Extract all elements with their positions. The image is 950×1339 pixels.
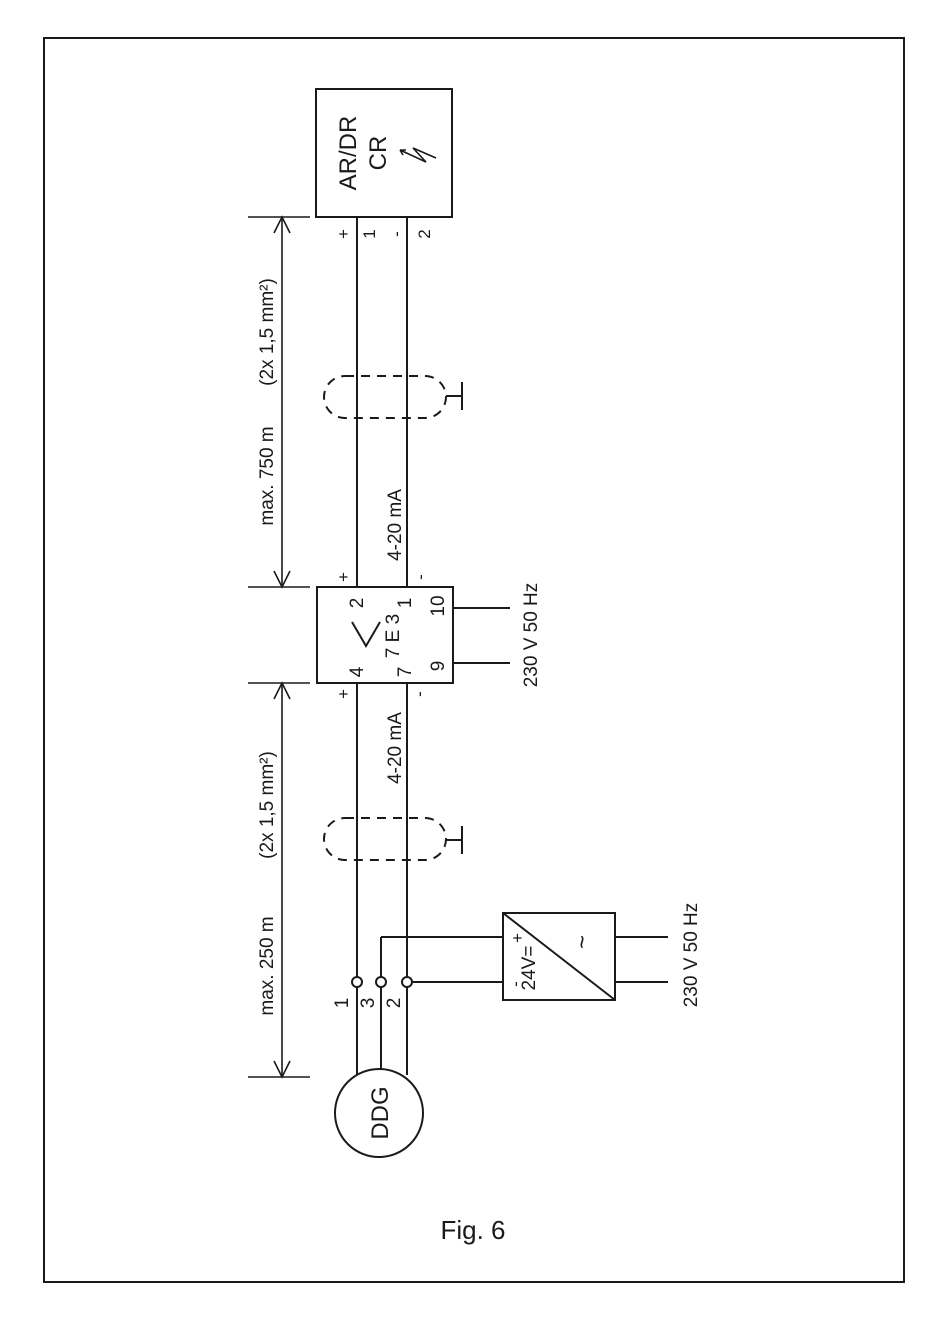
power-supply-minus: -: [506, 981, 525, 987]
lower-cable-shield: [324, 818, 446, 860]
page-frame: [44, 38, 904, 1282]
sensor-term1-label: 1: [332, 998, 353, 1009]
power-supply-ac-symbol: ~: [569, 935, 596, 949]
isolator-in-plus-sign: +: [334, 689, 353, 699]
isolator-out-minus-sign: -: [411, 574, 430, 580]
upper-cross-section-label: (2x 1,5 mm²): [257, 278, 278, 386]
isolator-out-plus-sign: +: [334, 572, 353, 582]
isolator-amplifier-icon: [352, 622, 380, 646]
isolator-in-minus-sign: -: [410, 691, 429, 697]
sensor-term2-label: 3: [358, 998, 379, 1009]
isolator-supply-term-b: 10: [428, 595, 449, 616]
receiver-label-line1: AR/DR: [335, 116, 362, 191]
upper-shield-ground-icon: [446, 382, 462, 410]
sensor-label: DDG: [367, 1086, 394, 1139]
isolator-supply-label: 230 V 50 Hz: [521, 583, 542, 688]
lower-shield-ground-icon: [446, 826, 462, 854]
isolator-in-plus-num: 4: [347, 666, 368, 677]
sensor-terminal-3: [376, 977, 386, 987]
receiver-term-plus-num: 1: [360, 229, 379, 238]
isolator-out-minus-num: 1: [395, 598, 416, 609]
upper-length-label: max. 750 m: [257, 426, 278, 525]
sensor-terminal-2: [402, 977, 412, 987]
power-supply-plus: +: [508, 933, 527, 943]
lightning-icon: [400, 148, 436, 162]
receiver-term-minus-sign: -: [387, 231, 406, 237]
isolator-in-minus-num: 7: [395, 667, 416, 678]
sensor-terminal-1: [352, 977, 362, 987]
isolator-out-plus-num: 2: [347, 598, 368, 609]
figure-caption: Fig. 6: [440, 1215, 505, 1245]
lower-cross-section-label: (2x 1,5 mm²): [257, 751, 278, 859]
receiver-term-minus-num: 2: [415, 229, 434, 238]
isolator-supply-term-a: 9: [428, 661, 449, 672]
receiver-label-line2: CR: [365, 136, 392, 171]
receiver-term-plus-sign: +: [334, 229, 353, 239]
upper-cable-shield: [324, 376, 446, 418]
lower-length-label: max. 250 m: [257, 916, 278, 1015]
upper-signal-label: 4-20 mA: [385, 489, 406, 561]
lower-signal-label: 4-20 mA: [385, 712, 406, 784]
power-supply-supply-label: 230 V 50 Hz: [681, 903, 702, 1008]
isolator-label: 7 E 3: [383, 614, 404, 658]
receiver-label: AR/DR CR: [335, 116, 392, 191]
sensor-term3-label: 2: [384, 998, 405, 1009]
